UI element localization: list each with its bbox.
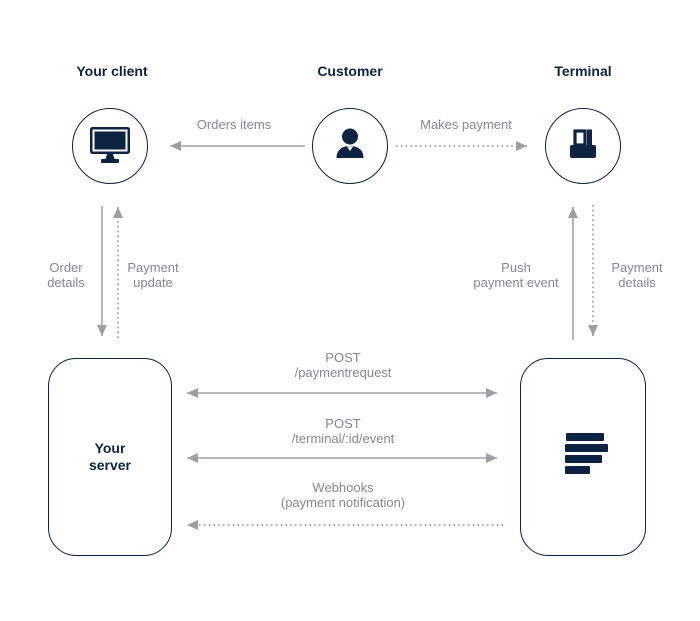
push-payment-event-label: Push payment event — [473, 260, 559, 290]
webhooks-label: Webhooks (payment notification) — [280, 480, 406, 510]
client-node — [72, 108, 148, 184]
customer-node — [312, 108, 388, 184]
orders-items-label: Orders items — [196, 117, 272, 132]
client-title: Your client — [76, 63, 148, 79]
platform-box — [520, 358, 646, 556]
your-server-box: Your server — [48, 358, 172, 556]
makes-payment-label: Makes payment — [420, 117, 512, 132]
post-terminal-event-label: POST /terminal/:id/event — [291, 416, 395, 446]
terminal-title: Terminal — [554, 63, 612, 79]
terminal-node — [545, 108, 621, 184]
person-icon — [330, 124, 370, 169]
payment-details-label: Payment details — [611, 260, 663, 290]
payment-update-label: Payment update — [127, 260, 179, 290]
post-paymentrequest-label: POST /paymentrequest — [294, 350, 392, 380]
card-terminal-icon — [563, 125, 603, 168]
order-details-label: Order details — [47, 260, 85, 290]
your-server-label: Your server — [88, 440, 132, 473]
monitor-icon — [89, 124, 131, 169]
bars-logo-icon — [565, 433, 608, 479]
customer-title: Customer — [317, 63, 383, 79]
